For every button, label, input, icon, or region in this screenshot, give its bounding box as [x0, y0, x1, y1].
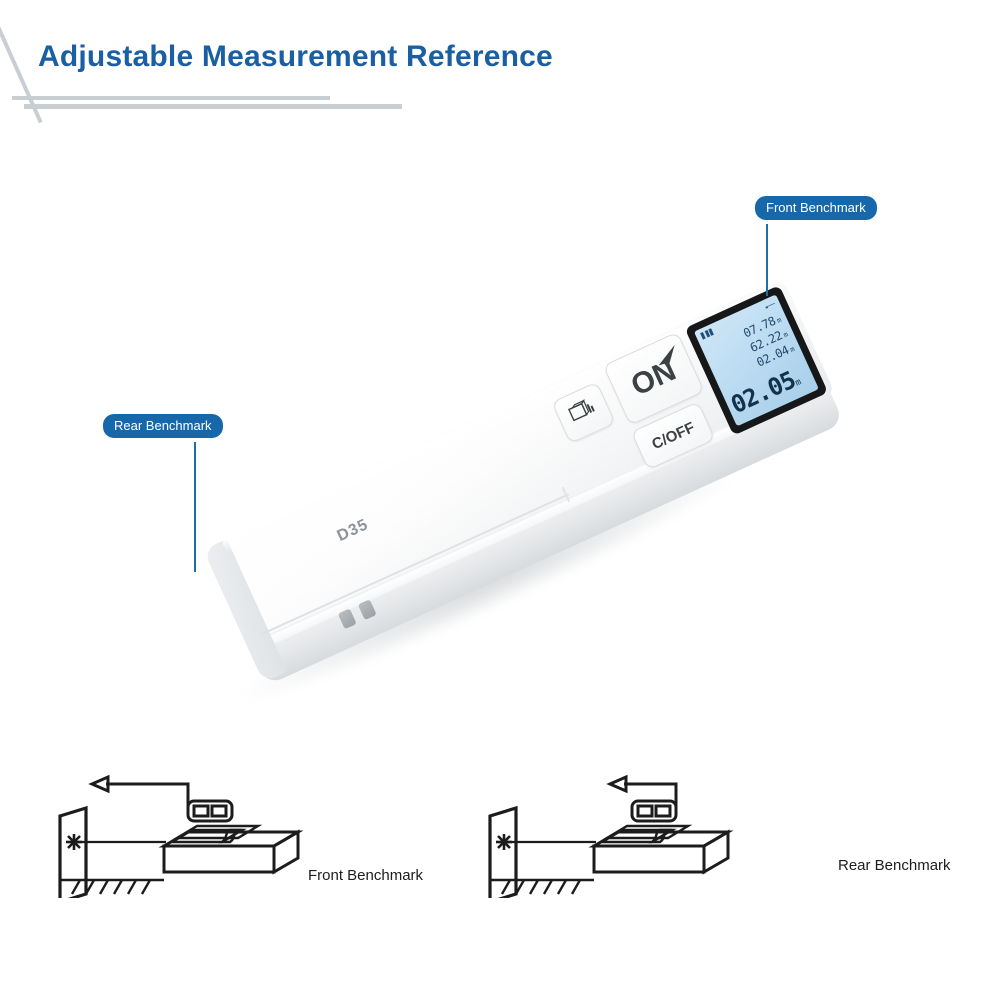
left-arrow-icon — [624, 782, 678, 811]
header-rule-top — [12, 96, 330, 100]
wall-icon — [58, 805, 88, 905]
left-arrow-head — [606, 774, 628, 794]
reference-arrow-icon: ◂── — [762, 300, 777, 312]
laser-distance-meter: D35 ON C/OFF — [199, 277, 845, 686]
lcd-history-unit: m — [775, 315, 783, 325]
rear-benchmark-leader-line — [194, 442, 196, 572]
rear-benchmark-badge[interactable]: Rear Benchmark — [103, 414, 223, 438]
benchmark-indicator-icon — [186, 799, 234, 823]
clear-off-label: C/OFF — [649, 418, 698, 453]
wall-icon — [488, 805, 518, 905]
product-photo: D35 ON C/OFF — [103, 196, 877, 724]
laser-dot-icon — [66, 834, 82, 850]
benchmark-indicator-icon — [630, 799, 678, 823]
laser-arrow-icon — [647, 341, 688, 384]
header: Adjustable Measurement Reference — [0, 0, 1000, 130]
power-on-measure-button[interactable]: ON — [602, 331, 705, 426]
unit-mode-button[interactable] — [551, 381, 616, 445]
lcd-history-unit: m — [782, 330, 789, 340]
laser-dot-icon — [496, 834, 512, 850]
left-arrow-head — [88, 774, 110, 794]
front-benchmark-diagram — [46, 768, 306, 905]
header-rule-bottom — [24, 104, 402, 109]
page-title: Adjustable Measurement Reference — [38, 40, 553, 73]
unit-mode-icon — [567, 396, 601, 430]
battery-bars-icon — [700, 328, 714, 340]
front-benchmark-leader-line — [766, 224, 768, 296]
rear-benchmark-diagram — [476, 768, 736, 905]
left-arrow-icon — [106, 782, 190, 811]
lcd-history-unit: m — [788, 345, 796, 354]
front-benchmark-badge[interactable]: Front Benchmark — [755, 196, 877, 220]
front-benchmark-caption: Front Benchmark — [308, 867, 424, 884]
rear-benchmark-caption: Rear Benchmark — [838, 857, 951, 874]
